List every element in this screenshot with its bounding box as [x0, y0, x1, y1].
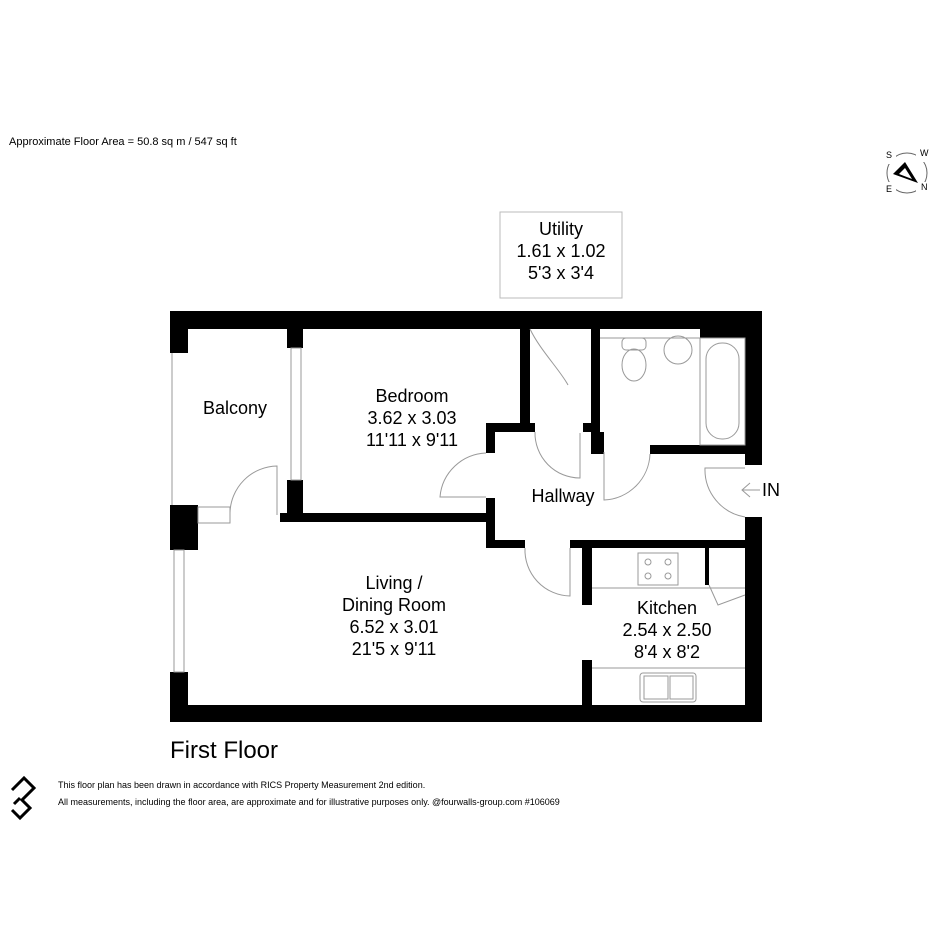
- walls: [170, 311, 762, 722]
- entrance-label: IN: [762, 480, 780, 500]
- compass-icon: [882, 148, 930, 196]
- room-name: Living /: [365, 573, 423, 593]
- compass-s: S: [886, 150, 893, 160]
- compass-w: W: [920, 148, 929, 158]
- room-imperial: 11'11 x 9'11: [366, 430, 458, 450]
- room-imperial: 21'5 x 9'11: [351, 639, 437, 659]
- room-name: Balcony: [202, 398, 268, 418]
- room-label-bedroom: Bedroom 3.62 x 3.03 11'11 x 9'11: [366, 385, 458, 451]
- room-label-kitchen: Kitchen 2.54 x 2.50 8'4 x 8'2: [622, 597, 711, 663]
- room-name: Hallway: [531, 486, 595, 506]
- floor-area-text: Approximate Floor Area = 50.8 sq m / 547…: [9, 136, 237, 148]
- room-name: Utility: [538, 219, 583, 239]
- floor-title: First Floor: [170, 737, 278, 764]
- room-metric: 3.62 x 3.03: [367, 408, 457, 428]
- room-label-balcony: Balcony: [203, 397, 267, 419]
- room-label-utility: Utility 1.61 x 1.02 5'3 x 3'4: [516, 218, 605, 284]
- disclaimer-line-1: This floor plan has been drawn in accord…: [58, 780, 426, 790]
- utility-label-box: [499, 211, 623, 299]
- compass-n: N: [921, 182, 928, 192]
- room-metric: 1.61 x 1.02: [516, 241, 606, 261]
- room-label-living: Living / Dining Room 6.52 x 3.01 21'5 x …: [342, 572, 446, 660]
- room-name-2: Dining Room: [341, 595, 447, 615]
- room-metric: 6.52 x 3.01: [349, 617, 439, 637]
- room-name: Kitchen: [636, 598, 698, 618]
- room-metric: 2.54 x 2.50: [622, 620, 712, 640]
- room-imperial: 5'3 x 3'4: [528, 263, 594, 283]
- room-label-hallway: Hallway: [531, 485, 594, 507]
- fourwalls-logo: [10, 775, 37, 821]
- compass-e: E: [886, 184, 893, 194]
- room-imperial: 8'4 x 8'2: [634, 642, 700, 662]
- disclaimer-line-2: All measurements, including the floor ar…: [58, 797, 560, 807]
- room-name: Bedroom: [375, 386, 449, 406]
